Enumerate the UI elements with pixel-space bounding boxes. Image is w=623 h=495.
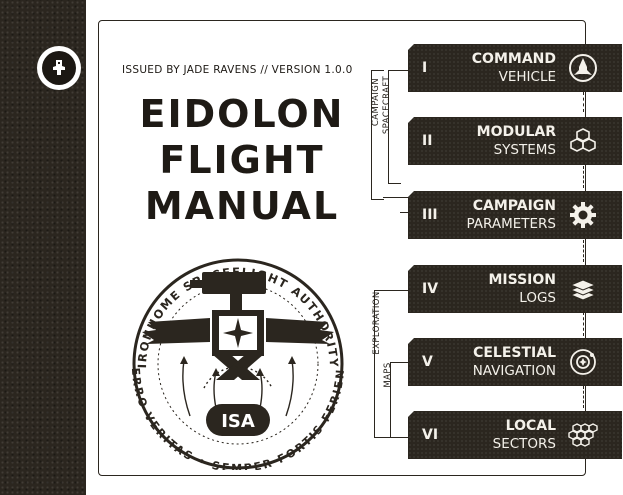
section-title: MODULAR xyxy=(476,124,556,140)
issued-by-line: ISSUED BY JADE RAVENS // VERSION 1.0.0 xyxy=(122,64,353,76)
group-bracket-spacecraft xyxy=(388,70,401,184)
raven-logo-icon xyxy=(53,60,65,75)
title-line-3: MANUAL xyxy=(144,184,340,228)
section-subtitle: NAVIGATION xyxy=(472,363,556,379)
hex-grid-icon xyxy=(568,423,598,447)
section-subtitle: VEHICLE xyxy=(498,69,556,85)
section-title: CAMPAIGN xyxy=(472,198,556,214)
section-number: I xyxy=(422,60,428,76)
section-number: IV xyxy=(422,281,439,297)
section-number: VI xyxy=(422,427,439,443)
title-line-2: FLIGHT xyxy=(159,138,325,182)
section-number: III xyxy=(422,207,438,223)
section-tab-command-vehicle[interactable]: I COMMAND VEHICLE xyxy=(408,44,622,92)
section-subtitle: SYSTEMS xyxy=(493,142,556,158)
section-tab-mission-logs[interactable]: IV MISSION LOGS xyxy=(408,265,622,313)
section-title: COMMAND xyxy=(471,51,556,67)
section-subtitle: SECTORS xyxy=(492,436,556,452)
authority-seal: IRONHOME SPACEFLIGHT AUTHORITY FERRO VER… xyxy=(120,248,346,470)
orbit-target-icon xyxy=(570,349,596,375)
section-subtitle: PARAMETERS xyxy=(466,216,556,232)
publisher-logo xyxy=(37,46,81,90)
rocket-emblem-icon xyxy=(569,54,597,82)
section-title: LOCAL xyxy=(505,418,556,434)
section-subtitle: LOGS xyxy=(519,290,556,306)
seal-badge: ISA xyxy=(221,411,255,432)
section-number: V xyxy=(422,354,433,370)
section-title: CELESTIAL xyxy=(473,345,556,361)
section-title: MISSION xyxy=(488,272,556,288)
group-bracket-maps xyxy=(390,362,409,438)
star-shield-icon xyxy=(212,310,264,356)
hammer-icon xyxy=(190,272,266,316)
section-tab-celestial-navigation[interactable]: V CELESTIAL NAVIGATION xyxy=(408,338,622,386)
gear-icon xyxy=(570,202,596,228)
section-tab-local-sectors[interactable]: VI LOCAL SECTORS xyxy=(408,411,622,459)
layers-icon xyxy=(569,279,597,301)
cubes-icon xyxy=(570,128,596,152)
section-number: II xyxy=(422,133,433,149)
manual-cover-frame xyxy=(98,20,586,476)
section-tab-campaign-parameters[interactable]: III CAMPAIGN PARAMETERS xyxy=(408,191,622,239)
group-bracket-campaign-spacecraft xyxy=(371,70,384,200)
wings-icon xyxy=(142,318,334,344)
title-line-1: EIDOLON xyxy=(139,92,345,136)
section-tab-modular-systems[interactable]: II MODULAR SYSTEMS xyxy=(408,117,622,165)
